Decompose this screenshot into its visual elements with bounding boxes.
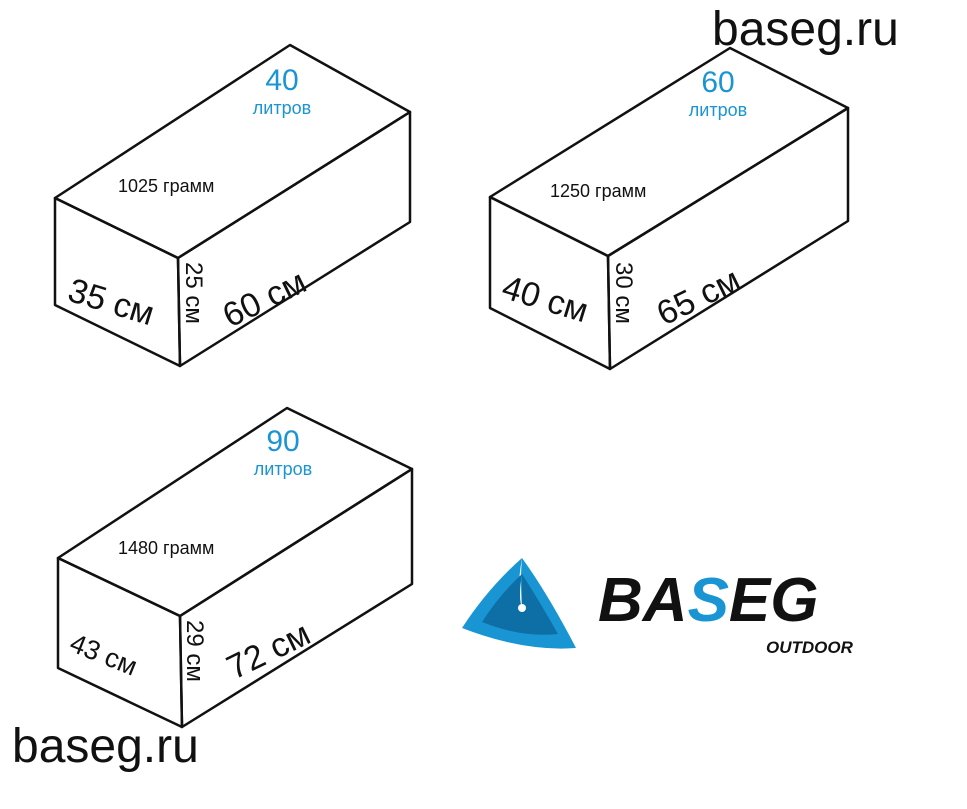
box-40l-top-face bbox=[53, 43, 412, 260]
box-60l-volume-unit: литров bbox=[689, 100, 747, 120]
box-60l: 60 литров 1250 грамм 40 см 30 см 65 см bbox=[488, 46, 850, 371]
box-90l-side-face bbox=[178, 467, 414, 729]
site-label-bottom: baseg.ru bbox=[12, 720, 199, 773]
box-40l-width: 35 см bbox=[64, 271, 159, 333]
box-60l-weight: 1250 грамм bbox=[550, 181, 646, 201]
box-90l-top-face bbox=[56, 406, 414, 618]
baseg-logo: BASEG OUTDOOR bbox=[462, 558, 854, 657]
box-60l-height: 30 см bbox=[610, 262, 637, 324]
box-90l-weight: 1480 грамм bbox=[118, 538, 214, 558]
box-40l: 40 литров 1025 грамм 35 см 25 см 60 см bbox=[53, 43, 412, 368]
box-90l-height: 29 см bbox=[181, 620, 208, 682]
box-40l-length: 60 см bbox=[217, 263, 312, 336]
box-90l-length: 72 см bbox=[221, 615, 316, 688]
box-90l-volume-unit: литров bbox=[254, 459, 312, 479]
triskelion-triangle-icon bbox=[462, 558, 576, 649]
box-90l: 90 литров 1480 грамм 43 см 29 см 72 см bbox=[56, 406, 414, 729]
logo-brand-part3: EG bbox=[729, 566, 819, 635]
logo-tagline: OUTDOOR bbox=[766, 638, 854, 657]
box-60l-width: 40 см bbox=[498, 268, 593, 330]
box-40l-side-face bbox=[176, 110, 412, 368]
box-40l-volume-unit: литров bbox=[253, 98, 311, 118]
site-label-top: baseg.ru bbox=[712, 3, 899, 56]
box-60l-volume: 60 bbox=[701, 66, 734, 99]
box-60l-side-face bbox=[606, 106, 850, 371]
box-40l-weight: 1025 грамм bbox=[118, 176, 214, 196]
box-90l-width: 43 см bbox=[66, 628, 142, 682]
logo-brand-part2: S bbox=[688, 566, 729, 635]
logo-brand: BASEG bbox=[598, 566, 819, 635]
box-40l-volume: 40 bbox=[265, 64, 298, 97]
box-90l-volume: 90 bbox=[266, 425, 299, 458]
box-60l-length: 65 см bbox=[651, 261, 746, 334]
logo-brand-part1: BA bbox=[598, 566, 688, 635]
box-40l-height: 25 см bbox=[180, 262, 207, 324]
